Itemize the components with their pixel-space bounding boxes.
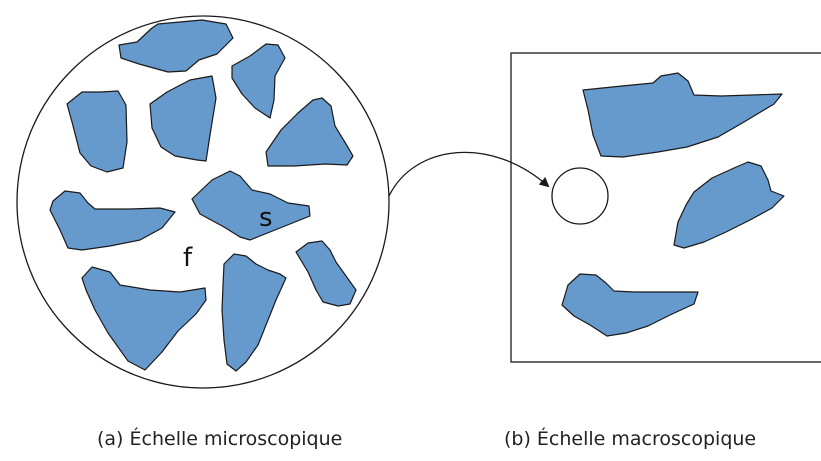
microscopic-caption: (a) Échelle microscopique xyxy=(97,428,343,450)
macroscopic-view xyxy=(510,52,821,363)
grain xyxy=(582,72,783,158)
grain xyxy=(118,19,234,73)
microscopic-circle xyxy=(16,15,390,389)
zoom-arrow xyxy=(388,151,550,197)
grain xyxy=(149,75,217,162)
grain xyxy=(231,43,286,119)
microscopic-view: s f xyxy=(16,15,390,389)
grain xyxy=(81,266,207,371)
solid-phase-label: s xyxy=(259,203,273,233)
grain xyxy=(673,161,785,249)
macroscopic-caption: (b) Échelle macroscopique xyxy=(504,428,757,450)
grain xyxy=(191,170,311,241)
grain xyxy=(295,240,357,307)
grain xyxy=(561,273,699,337)
grain xyxy=(265,97,354,167)
fluid-phase-label: f xyxy=(183,243,193,273)
grain xyxy=(221,253,287,372)
representative-volume-circle xyxy=(551,167,609,225)
grain xyxy=(66,90,128,173)
grain xyxy=(49,190,176,251)
macroscopic-frame xyxy=(510,52,821,363)
